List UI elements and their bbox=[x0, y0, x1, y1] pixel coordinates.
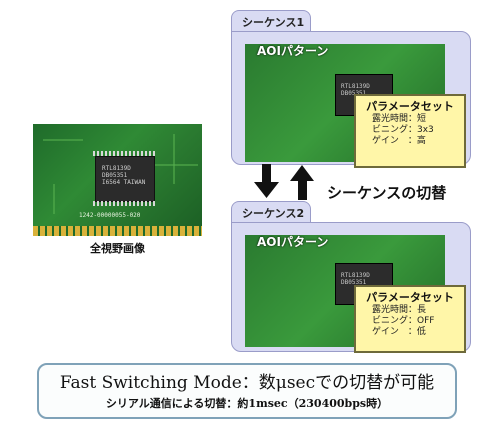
full-view-image: RTL8139D DB05351 I6564 TAIWAN 1242-00000… bbox=[33, 124, 202, 236]
sequence2-param-box: パラメータセット 露光時間：長 ビニング：OFF ゲイン ：低 bbox=[354, 285, 466, 353]
sequence2-param-exposure: 露光時間：長 bbox=[372, 305, 427, 315]
sequence1-roi-label: AOIパターン bbox=[257, 44, 329, 58]
chip: RTL8139D DB05351 I6564 TAIWAN bbox=[95, 156, 155, 202]
sequence1-tab: シーケンス1 bbox=[231, 10, 311, 32]
sequence1-param-exposure: 露光時間：短 bbox=[372, 114, 427, 124]
summary-sub: シリアル通信による切替：約1msec（230400bps時） bbox=[105, 397, 389, 410]
sequence2-tab: シーケンス2 bbox=[231, 201, 311, 223]
summary-box bbox=[37, 363, 457, 419]
board-label: 1242-00000055-020 bbox=[79, 212, 141, 219]
switch-label: シーケンスの切替 bbox=[327, 184, 447, 202]
sequence2-param-gain: ゲイン ：低 bbox=[372, 327, 426, 337]
sequence2-param-binning: ビニング：OFF bbox=[372, 316, 435, 326]
sequence1-param-gain: ゲイン ：高 bbox=[372, 136, 426, 146]
full-view-caption: 全視野画像 bbox=[90, 242, 145, 255]
summary-main: Fast Switching Mode：数μsecでの切替が可能 bbox=[59, 373, 435, 393]
sequence2-param-title: パラメータセット bbox=[366, 291, 454, 304]
sequence1-param-binning: ビニング：3x3 bbox=[372, 125, 434, 135]
sequence1-param-title: パラメータセット bbox=[366, 100, 454, 113]
sequence2-roi-label: AOIパターン bbox=[257, 235, 329, 249]
arrow-up-icon bbox=[290, 165, 314, 200]
arrow-down-icon bbox=[254, 164, 279, 198]
switch-arrows bbox=[254, 164, 314, 200]
sequence1-param-box: パラメータセット 露光時間：短 ビニング：3x3 ゲイン ：高 bbox=[354, 94, 466, 168]
